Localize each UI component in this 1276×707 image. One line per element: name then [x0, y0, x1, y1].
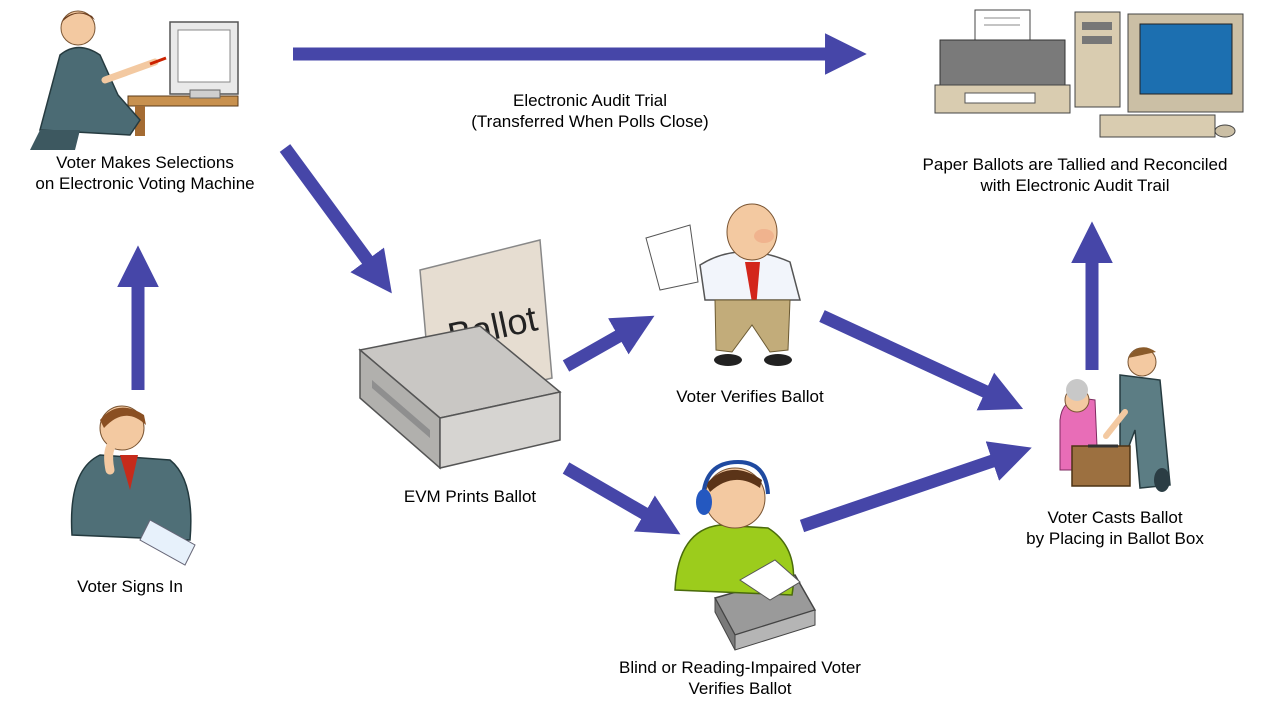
- voter-with-headphones-icon: [674, 459, 817, 651]
- label-voter-selections-line2: on Electronic Voting Machine: [35, 174, 255, 193]
- label-cast-line2: by Placing in Ballot Box: [1026, 529, 1204, 548]
- arrow-verify-to-cast: [819, 310, 1024, 411]
- label-cast: Voter Casts Ballot by Placing in Ballot …: [1000, 507, 1230, 549]
- person-at-computer-icon: [30, 10, 239, 150]
- label-audit-trail-line1: Electronic Audit Trial: [512, 91, 667, 110]
- label-blind: Blind or Reading-Impaired Voter Verifies…: [590, 657, 890, 699]
- arrow-blind-to-cast: [799, 441, 1032, 533]
- label-verify-line1: Voter Verifies Ballot: [676, 387, 824, 406]
- arrow-printer-to-verify: [562, 315, 655, 372]
- label-sign-in-line1: Voter Signs In: [77, 577, 183, 596]
- ballot-printer-icon: Ballot: [358, 239, 562, 470]
- label-evm-prints: EVM Prints Ballot: [370, 486, 570, 507]
- man-reading-paper-icon: [645, 203, 801, 366]
- label-tally-line1: Paper Ballots are Tallied and Reconciled: [922, 155, 1228, 174]
- label-verify: Voter Verifies Ballot: [630, 386, 870, 407]
- arrows: [117, 33, 1113, 535]
- voters-at-ballot-box-icon: [1059, 347, 1171, 492]
- label-audit-trail: Electronic Audit Trial (Transferred When…: [455, 90, 725, 132]
- label-blind-line2: Verifies Ballot: [688, 679, 792, 698]
- label-cast-line1: Voter Casts Ballot: [1047, 508, 1183, 527]
- label-evm-prints-line1: EVM Prints Ballot: [403, 487, 537, 506]
- arrow-selections-to-printer: [279, 144, 392, 294]
- label-tally: Paper Ballots are Tallied and Reconciled…: [880, 154, 1270, 196]
- label-audit-trail-line2: (Transferred When Polls Close): [471, 112, 709, 131]
- label-voter-selections: Voter Makes Selections on Electronic Vot…: [10, 152, 280, 194]
- label-blind-line1: Blind or Reading-Impaired Voter: [619, 658, 861, 677]
- arrow-printer-to-blind: [562, 462, 681, 535]
- person-signing-icon: [70, 405, 196, 566]
- label-tally-line2: with Electronic Audit Trail: [980, 176, 1170, 195]
- printer-and-computer-icon: [934, 9, 1244, 138]
- label-sign-in: Voter Signs In: [40, 576, 220, 597]
- label-voter-selections-line1: Voter Makes Selections: [56, 153, 234, 172]
